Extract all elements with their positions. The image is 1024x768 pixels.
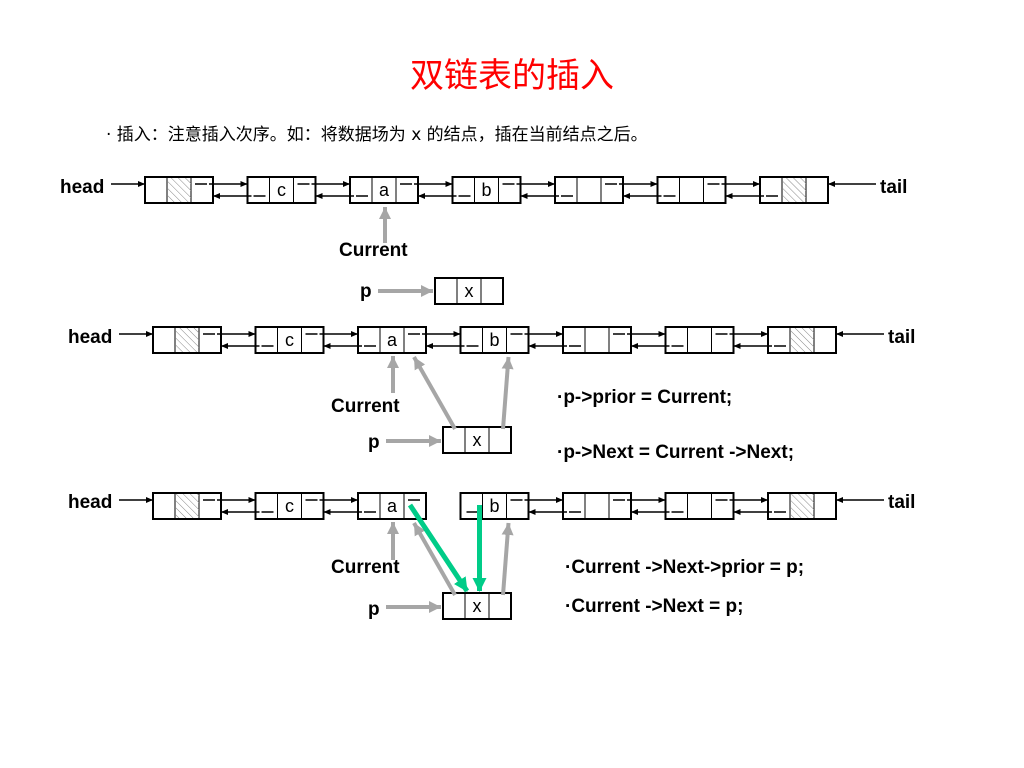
node-value: x xyxy=(473,430,482,450)
node-box xyxy=(459,326,530,354)
null-hatch xyxy=(168,178,191,202)
list-node xyxy=(144,176,214,204)
pointer-group: Current p x xyxy=(331,503,514,620)
null-hatch xyxy=(176,328,199,352)
current-next-arrow xyxy=(407,503,470,593)
list-row: c a b head tail xyxy=(68,326,915,354)
code-lines: ·p->prior = Current; ·p->Next = Current -… xyxy=(557,387,804,617)
code-line: ·Current ->Next = p; xyxy=(565,596,743,617)
list-node: b xyxy=(451,176,522,204)
node-box xyxy=(254,326,325,354)
node-value: c xyxy=(285,330,294,350)
list-node xyxy=(562,326,632,354)
list-node xyxy=(759,176,829,204)
null-hatch xyxy=(791,494,814,518)
node-box xyxy=(349,176,419,204)
list-row: c a b head tail xyxy=(60,176,907,204)
node-value: a xyxy=(379,180,390,200)
code-line: ·Current ->Next->prior = p; xyxy=(565,557,804,578)
node-box xyxy=(554,176,624,204)
null-hatch xyxy=(176,494,199,518)
node-box xyxy=(254,492,325,520)
list-node: b xyxy=(459,492,530,520)
head-label: head xyxy=(68,492,112,513)
node-box xyxy=(459,492,530,520)
node-box xyxy=(656,176,727,204)
code-line: ·p->prior = Current; xyxy=(557,387,732,408)
code-line: ·p->Next = Current ->Next; xyxy=(557,442,794,463)
list-node xyxy=(767,326,837,354)
list-node: a xyxy=(349,176,419,204)
list-node: c xyxy=(254,326,325,354)
list-node: a xyxy=(357,492,427,520)
current-label: Current xyxy=(339,240,408,261)
prior-pointer-arrow xyxy=(412,522,457,596)
list-row: c a b head tail xyxy=(68,492,915,520)
node-value: b xyxy=(481,180,491,200)
list-node xyxy=(767,492,837,520)
null-hatch xyxy=(783,178,806,202)
new-node-x: x xyxy=(434,277,504,305)
list-node: b xyxy=(459,326,530,354)
p-label: p xyxy=(360,281,372,302)
list-node xyxy=(664,492,735,520)
node-box xyxy=(664,326,735,354)
slide-title: 双链表的插入 xyxy=(410,56,614,96)
node-value: a xyxy=(387,330,398,350)
node-box xyxy=(357,492,427,520)
list-node xyxy=(554,176,624,204)
node-value: b xyxy=(489,330,499,350)
prior-pointer-arrow xyxy=(412,356,457,430)
next-pointer-arrow xyxy=(501,356,514,430)
list-node: c xyxy=(246,176,317,204)
next-pointer-arrow xyxy=(501,522,514,596)
node-box xyxy=(434,277,504,305)
node-box xyxy=(562,326,632,354)
node-box xyxy=(442,426,512,454)
node-box xyxy=(442,592,512,620)
node-value: a xyxy=(387,496,398,516)
list-rows: c a b head tail c a b head tail c a b head tail xyxy=(60,176,915,520)
new-node-x: x xyxy=(442,426,512,454)
list-node xyxy=(152,326,222,354)
p-label: p xyxy=(368,599,380,620)
node-value: c xyxy=(285,496,294,516)
node-value: c xyxy=(277,180,286,200)
node-box xyxy=(246,176,317,204)
list-node: a xyxy=(357,326,427,354)
tail-label: tail xyxy=(880,177,907,198)
node-value: x xyxy=(473,596,482,616)
tail-label: tail xyxy=(888,327,915,348)
list-node xyxy=(562,492,632,520)
null-hatch xyxy=(791,328,814,352)
node-box xyxy=(451,176,522,204)
new-node-x: x xyxy=(442,592,512,620)
current-label: Current xyxy=(331,557,400,578)
list-node xyxy=(656,176,727,204)
slide-subtitle: · 插入：注意插入次序。如：将数据场为 x 的结点，插在当前结点之后。 xyxy=(106,125,648,145)
node-box xyxy=(562,492,632,520)
pointer-group: Current p x xyxy=(331,356,514,454)
list-node: c xyxy=(254,492,325,520)
node-value: x xyxy=(465,281,474,301)
head-label: head xyxy=(68,327,112,348)
head-label: head xyxy=(60,177,104,198)
node-box xyxy=(664,492,735,520)
tail-label: tail xyxy=(888,492,915,513)
list-node xyxy=(664,326,735,354)
node-box xyxy=(357,326,427,354)
current-label: Current xyxy=(331,396,400,417)
list-node xyxy=(152,492,222,520)
node-value: b xyxy=(489,496,499,516)
p-label: p xyxy=(368,432,380,453)
pointer-group: Current p x xyxy=(339,207,504,305)
